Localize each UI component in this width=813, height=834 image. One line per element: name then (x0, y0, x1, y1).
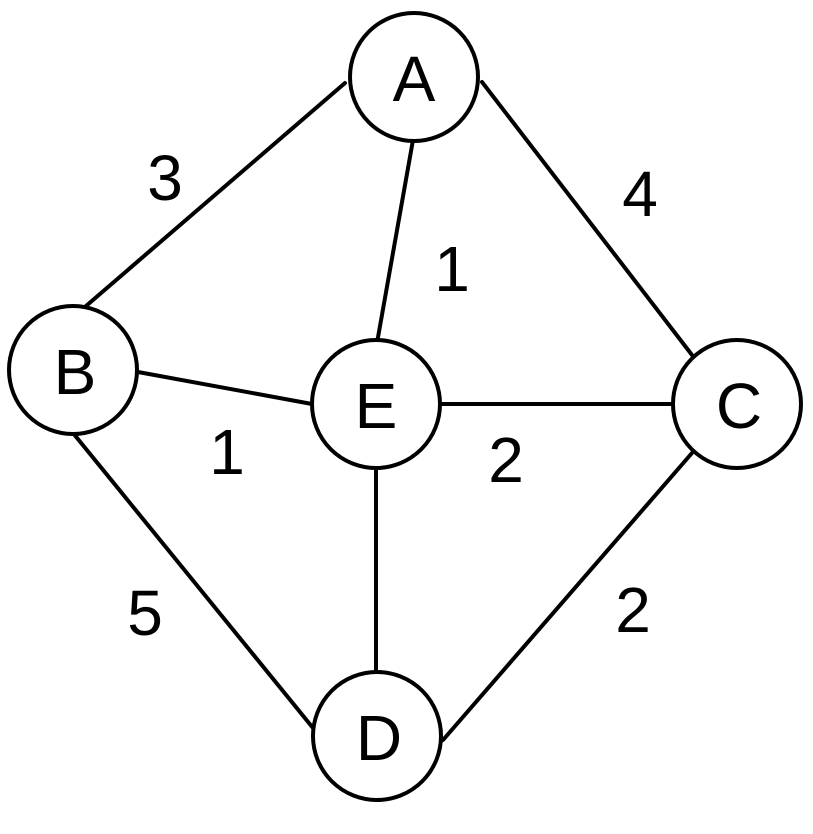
weight-label-a-b: 3 (147, 142, 183, 214)
node-c: C (671, 338, 803, 470)
node-e-label: E (355, 370, 398, 442)
node-c-circle (671, 338, 803, 470)
edges (71, 80, 694, 742)
edge-a-c (480, 80, 694, 357)
weight-label-b-d: 5 (127, 577, 163, 649)
node-a-circle (348, 11, 480, 143)
node-c-label: C (716, 370, 762, 442)
node-b-label: B (54, 336, 97, 408)
node-d-circle (311, 670, 443, 802)
weight-label-b-e: 1 (209, 416, 245, 488)
node-d-label: D (356, 702, 402, 774)
weight-label-e-c: 2 (488, 424, 524, 496)
node-b: B (7, 304, 139, 436)
node-b-circle (7, 304, 139, 436)
node-a: A (348, 11, 480, 143)
edge-weights: 3 4 1 1 2 2 5 (127, 142, 658, 649)
node-e: E (310, 338, 442, 470)
edge-a-b (84, 81, 347, 308)
edge-b-e (136, 370, 314, 406)
weight-label-a-e: 1 (434, 233, 470, 305)
edge-a-e (375, 138, 415, 345)
node-d: D (311, 670, 443, 802)
weight-label-a-c: 4 (622, 158, 658, 230)
node-e-circle (310, 338, 442, 470)
edge-b-d (71, 431, 315, 730)
node-a-label: A (393, 43, 436, 115)
edge-c-d (441, 451, 694, 742)
weight-label-c-d: 2 (615, 574, 651, 646)
